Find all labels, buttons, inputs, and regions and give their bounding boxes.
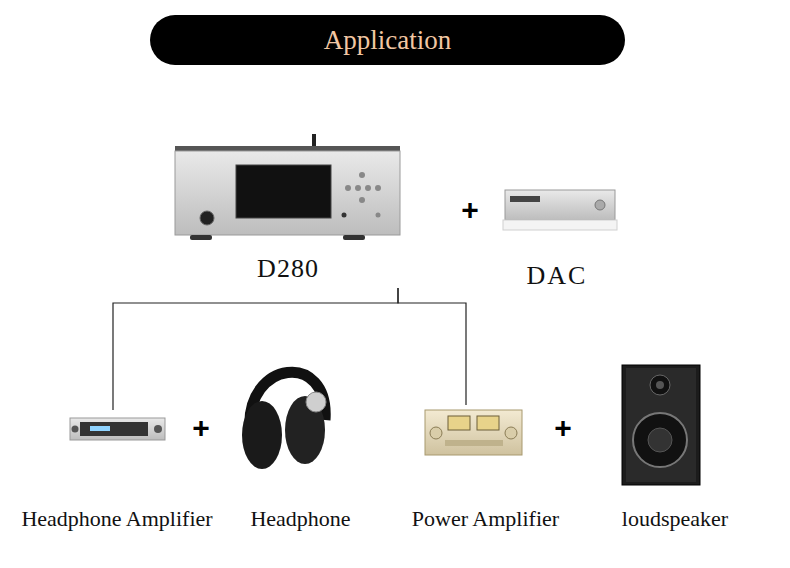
plus-sign: +	[554, 413, 572, 443]
plus-sign: +	[461, 195, 479, 225]
headphone-amplifier-unit	[70, 418, 165, 440]
device-label: Headphone Amplifier	[21, 507, 212, 531]
device-label: loudspeaker	[622, 507, 728, 531]
tree-connector	[398, 288, 466, 405]
title-text: Application	[324, 25, 451, 56]
device-node: Power Amplifier	[398, 405, 573, 535]
plus-sign: +	[192, 413, 210, 443]
device-label: D280	[257, 255, 319, 284]
device-label: Power Amplifier	[412, 507, 559, 531]
device-node: DAC	[495, 180, 619, 295]
dac-unit	[503, 190, 617, 230]
loudspeaker-cabinet	[622, 365, 700, 485]
d280-player	[175, 134, 400, 240]
device-label: Headphone	[250, 507, 350, 531]
device-node: D280	[175, 130, 401, 288]
device-node: loudspeaker	[605, 360, 745, 535]
headphone-illustration	[242, 372, 326, 469]
title-pill: Application	[150, 15, 625, 65]
tree-connector	[113, 288, 398, 410]
device-node: Headphone	[238, 355, 363, 535]
power-amplifier-unit	[425, 410, 522, 455]
device-label: DAC	[527, 262, 588, 291]
